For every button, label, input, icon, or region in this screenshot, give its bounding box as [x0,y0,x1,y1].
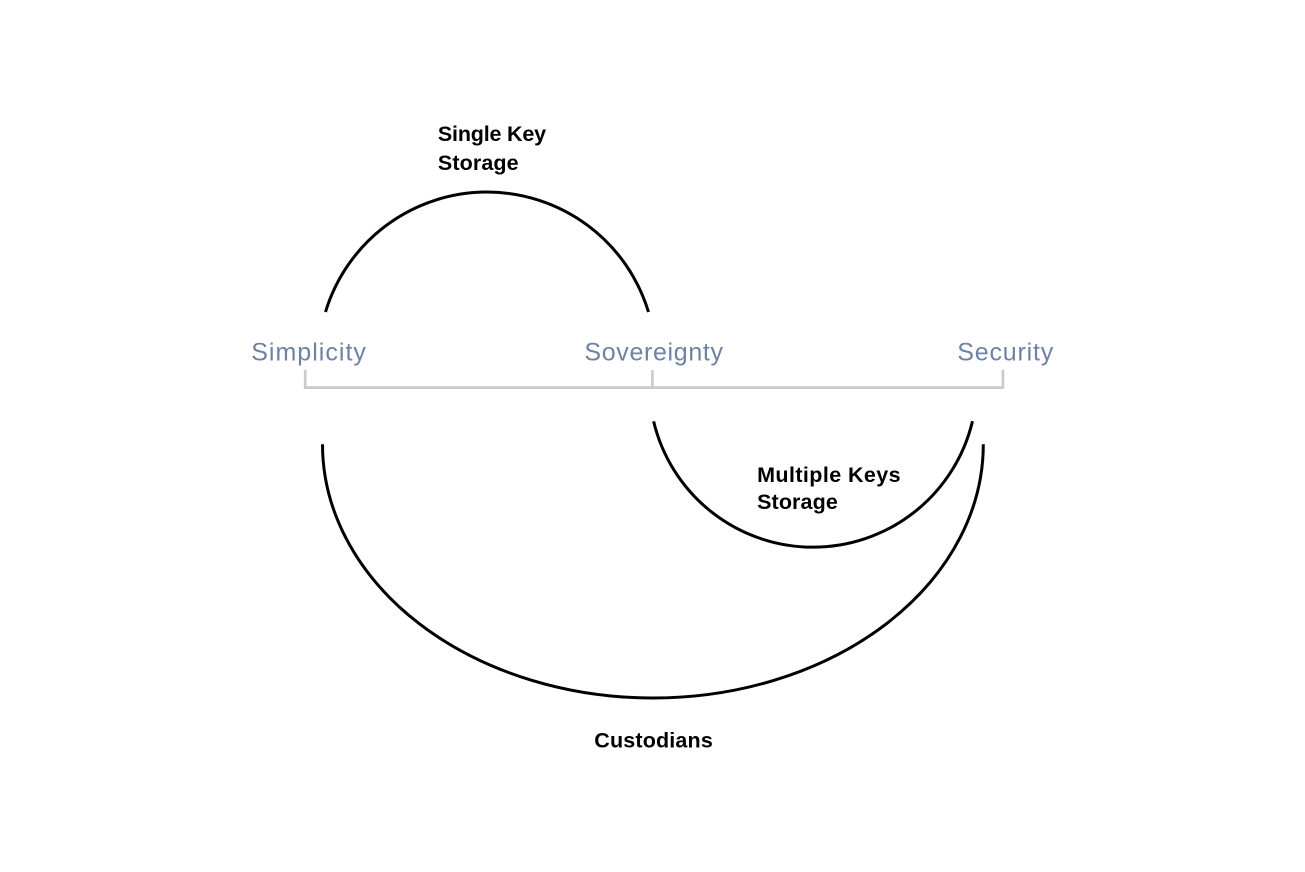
svg-text:Multiple Keys: Multiple Keys [757,463,901,487]
svg-text:Sovereignty: Sovereignty [584,338,723,366]
svg-text:Security: Security [957,338,1053,366]
svg-text:Storage: Storage [757,490,838,514]
svg-text:Custodians: Custodians [594,729,713,753]
svg-text:Simplicity: Simplicity [251,338,366,366]
svg-text:Single Key: Single Key [438,122,546,146]
svg-text:Storage: Storage [438,151,519,175]
